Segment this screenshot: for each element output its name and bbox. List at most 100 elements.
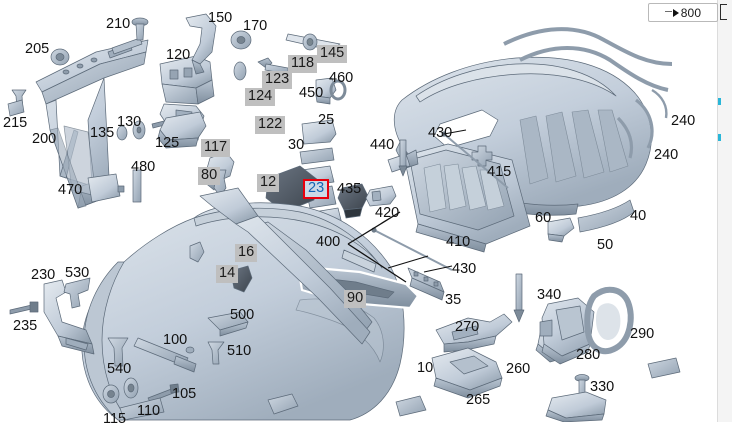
part-415-clip bbox=[471, 145, 493, 167]
callout-label-260[interactable]: 260 bbox=[506, 361, 531, 377]
part-110-washer bbox=[123, 377, 139, 399]
part-240-exhaust-upper bbox=[503, 27, 673, 66]
callout-label-115[interactable]: 115 bbox=[103, 411, 127, 427]
callout-label-selected-23[interactable]: 23 bbox=[303, 179, 330, 199]
part-430-rod-lower bbox=[373, 229, 453, 271]
callout-label-510[interactable]: 510 bbox=[227, 343, 252, 359]
part-210-fastener bbox=[131, 17, 149, 41]
callout-label-90[interactable]: 90 bbox=[344, 290, 367, 308]
part-435-sensor bbox=[337, 183, 369, 219]
callout-label-290[interactable]: 290 bbox=[630, 326, 655, 342]
callout-label-110[interactable]: 110 bbox=[137, 403, 161, 419]
callout-label-460[interactable]: 460 bbox=[329, 70, 354, 86]
callout-label-440[interactable]: 440 bbox=[370, 137, 395, 153]
callout-label-122[interactable]: 122 bbox=[255, 116, 286, 134]
parts-diagram-canvas[interactable] bbox=[0, 0, 718, 422]
callout-label-16[interactable]: 16 bbox=[235, 244, 258, 262]
part-205-grommet bbox=[50, 48, 70, 66]
bracket-icon bbox=[720, 4, 727, 20]
callout-label-215[interactable]: 215 bbox=[3, 115, 28, 131]
callout-label-135[interactable]: 135 bbox=[90, 125, 115, 141]
callout-label-145[interactable]: 145 bbox=[317, 45, 348, 63]
part-10-bumper-cover bbox=[81, 202, 405, 421]
callout-label-14[interactable]: 14 bbox=[216, 265, 239, 283]
part-530-fastener bbox=[63, 277, 91, 309]
callout-label-35[interactable]: 35 bbox=[445, 292, 462, 308]
part-420-connector bbox=[365, 185, 397, 207]
part-280-housing bbox=[539, 297, 595, 365]
part-510-clip bbox=[207, 341, 225, 365]
callout-label-105[interactable]: 105 bbox=[172, 386, 197, 402]
callout-label-400[interactable]: 400 bbox=[316, 234, 341, 250]
callout-label-410[interactable]: 410 bbox=[446, 234, 471, 250]
callout-label-530[interactable]: 530 bbox=[65, 265, 90, 281]
part-240-tube-tip bbox=[616, 98, 654, 159]
part-480-pin bbox=[132, 169, 142, 203]
callout-label-124[interactable]: 124 bbox=[245, 88, 276, 106]
callout-label-25[interactable]: 25 bbox=[318, 112, 335, 128]
callout-label-330[interactable]: 330 bbox=[590, 379, 615, 395]
callout-label-210[interactable]: 210 bbox=[106, 16, 131, 32]
callout-label-480[interactable]: 480 bbox=[131, 159, 156, 175]
callout-label-270[interactable]: 270 bbox=[455, 319, 480, 335]
callout-label-130[interactable]: 130 bbox=[117, 114, 142, 130]
callout-label-118[interactable]: 118 bbox=[288, 55, 318, 73]
part-460-ring bbox=[329, 79, 347, 101]
play-triangle-icon bbox=[672, 8, 679, 17]
part-115-washer bbox=[102, 384, 120, 404]
callout-label-100[interactable]: 100 bbox=[163, 332, 188, 348]
rail-marker-1[interactable] bbox=[718, 98, 721, 105]
page-800-label: 800 bbox=[680, 5, 702, 20]
part-left-misc bbox=[7, 99, 25, 117]
callout-label-265[interactable]: 265 bbox=[466, 392, 491, 408]
part-270-duct bbox=[435, 313, 513, 353]
part-117-bracket bbox=[157, 111, 207, 149]
callout-label-230[interactable]: 230 bbox=[31, 267, 56, 283]
part-430-leader-upper bbox=[443, 129, 467, 135]
callout-label-120[interactable]: 120 bbox=[166, 47, 191, 63]
part-60-bracket bbox=[547, 217, 575, 243]
callout-label-280[interactable]: 280 bbox=[576, 347, 601, 363]
page-800-button[interactable]: 800 bbox=[648, 3, 718, 22]
callout-label-117[interactable]: 117 bbox=[201, 139, 231, 157]
part-16-clip bbox=[189, 241, 205, 263]
callout-label-60[interactable]: 60 bbox=[535, 210, 552, 226]
callout-label-430[interactable]: 430 bbox=[452, 261, 477, 277]
right-scroll-rail[interactable] bbox=[717, 0, 732, 422]
callout-label-80[interactable]: 80 bbox=[198, 167, 221, 185]
callout-label-123[interactable]: 123 bbox=[262, 71, 293, 89]
part-400-leader bbox=[347, 211, 407, 283]
rail-marker-2[interactable] bbox=[718, 134, 721, 141]
callout-label-30[interactable]: 30 bbox=[288, 137, 305, 153]
callout-label-415[interactable]: 415 bbox=[487, 164, 512, 180]
callout-label-240[interactable]: 240 bbox=[654, 147, 679, 163]
callout-label-10[interactable]: 10 bbox=[417, 360, 434, 376]
part-340-clip bbox=[513, 273, 525, 323]
callout-label-200[interactable]: 200 bbox=[32, 131, 57, 147]
callout-label-205[interactable]: 205 bbox=[25, 41, 50, 57]
part-50-trim bbox=[577, 199, 635, 233]
callout-label-340[interactable]: 340 bbox=[537, 287, 562, 303]
part-400-rail bbox=[199, 187, 373, 345]
callout-label-12[interactable]: 12 bbox=[257, 174, 280, 192]
part-150-handle bbox=[185, 13, 217, 75]
callout-label-470[interactable]: 470 bbox=[58, 182, 83, 198]
callout-label-430[interactable]: 430 bbox=[428, 125, 453, 141]
callout-label-500[interactable]: 500 bbox=[230, 307, 255, 323]
callout-label-235[interactable]: 235 bbox=[13, 318, 38, 334]
callout-label-40[interactable]: 40 bbox=[630, 208, 647, 224]
callout-label-125[interactable]: 125 bbox=[155, 135, 180, 151]
callout-label-240[interactable]: 240 bbox=[671, 113, 696, 129]
part-145-washer bbox=[302, 33, 318, 51]
callout-label-435[interactable]: 435 bbox=[337, 181, 362, 197]
callout-label-540[interactable]: 540 bbox=[107, 361, 132, 377]
callout-label-170[interactable]: 170 bbox=[243, 18, 268, 34]
callout-label-450[interactable]: 450 bbox=[299, 85, 324, 101]
part-230-bracket bbox=[43, 279, 95, 355]
part-440-pin bbox=[398, 139, 408, 177]
callout-label-50[interactable]: 50 bbox=[597, 237, 614, 253]
callout-label-150[interactable]: 150 bbox=[208, 10, 233, 26]
callout-label-420[interactable]: 420 bbox=[375, 205, 400, 221]
part-470-block bbox=[87, 173, 125, 203]
